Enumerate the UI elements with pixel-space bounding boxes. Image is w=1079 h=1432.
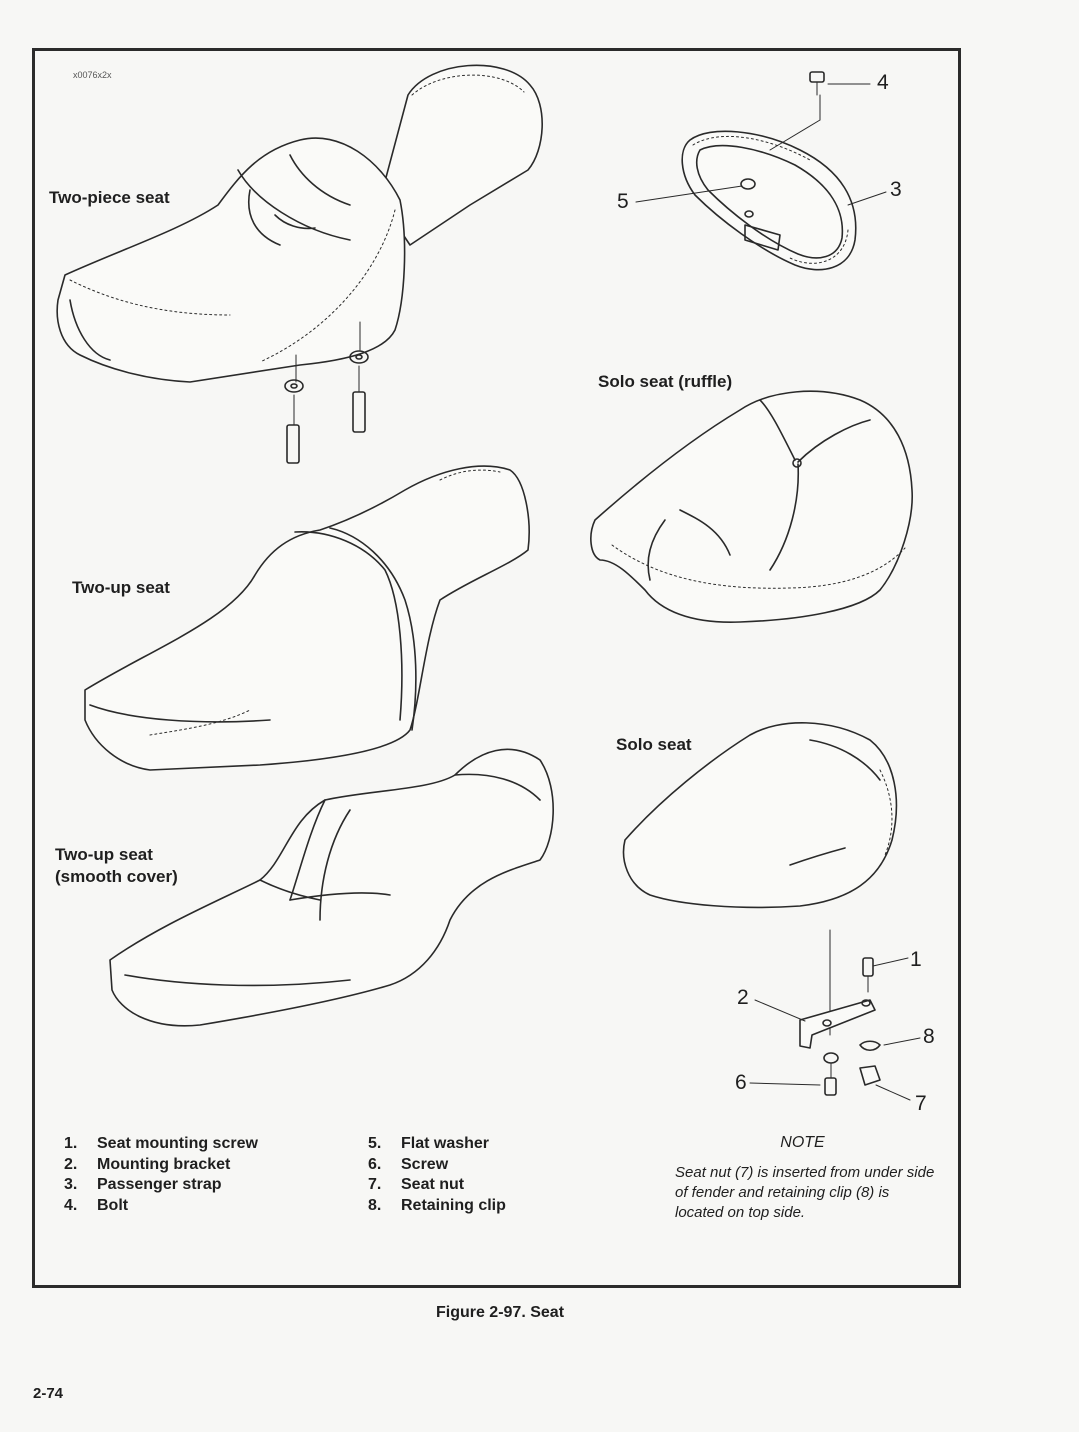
legend-num: 4. bbox=[64, 1196, 78, 1214]
callout-2: 2 bbox=[737, 986, 749, 1009]
callout-6: 6 bbox=[735, 1071, 747, 1094]
callout-8: 8 bbox=[923, 1025, 935, 1048]
two-up-seat-drawing bbox=[84, 465, 530, 771]
callout-4: 4 bbox=[877, 71, 889, 94]
callout-3: 3 bbox=[890, 178, 902, 201]
label-two-up-seat-smooth: Two-up seat (smooth cover) bbox=[55, 844, 178, 888]
legend-column-1: 1. Seat mounting screw 2. Mounting bracket… bbox=[64, 1134, 258, 1216]
legend-item: 3. Passenger strap bbox=[64, 1175, 258, 1196]
legend-num: 2. bbox=[64, 1155, 78, 1173]
legend-text: Mounting bracket bbox=[97, 1155, 231, 1173]
figure-code: x0076x2x bbox=[73, 70, 112, 80]
two-piece-seat-hardware bbox=[284, 321, 369, 464]
legend-text: Screw bbox=[401, 1155, 449, 1173]
two-piece-seat-drawing bbox=[56, 64, 543, 383]
legend-text: Seat nut bbox=[401, 1176, 465, 1193]
legend-num: 8. bbox=[368, 1196, 382, 1214]
legend-text: Retaining clip bbox=[401, 1196, 506, 1214]
solo-seat-drawing bbox=[622, 722, 898, 909]
solo-seat-ruffle-drawing bbox=[590, 390, 913, 623]
legend-text: Flat washer bbox=[401, 1135, 490, 1152]
label-line-1: Two-up seat bbox=[55, 845, 153, 864]
figure-frame bbox=[32, 48, 961, 1288]
legend-item: 6. Screw bbox=[368, 1155, 506, 1176]
legend-num: 3. bbox=[64, 1176, 78, 1193]
label-two-piece-seat: Two-piece seat bbox=[49, 188, 170, 207]
legend-item: 2. Mounting bracket bbox=[64, 1155, 258, 1176]
note-text: Seat nut (7) is inserted from under side… bbox=[675, 1164, 935, 1221]
callout-1: 1 bbox=[910, 948, 922, 971]
page-number: 2-74 bbox=[33, 1385, 64, 1402]
legend-num: 7. bbox=[368, 1176, 382, 1193]
legend-num: 6. bbox=[368, 1155, 382, 1173]
figure-caption: Figure 2-97. Seat bbox=[435, 1304, 565, 1321]
label-line-2: (smooth cover) bbox=[55, 867, 178, 886]
legend-item: 5. Flat washer bbox=[368, 1134, 506, 1155]
label-two-up-seat: Two-up seat bbox=[72, 578, 170, 597]
callout-5: 5 bbox=[617, 190, 629, 213]
callout-7: 7 bbox=[915, 1092, 927, 1115]
legend-column-2: 5. Flat washer 6. Screw 7. Seat nut 8. Retai… bbox=[368, 1134, 506, 1216]
label-solo-seat: Solo seat bbox=[616, 735, 692, 754]
two-up-seat-smooth-drawing bbox=[109, 748, 554, 1027]
legend-item: 1. Seat mounting screw bbox=[64, 1134, 258, 1155]
passenger-strap-drawing bbox=[635, 71, 887, 271]
legend-text: Bolt bbox=[97, 1196, 129, 1214]
legend-item: 4. Bolt bbox=[64, 1196, 258, 1217]
legend-text: Passenger strap bbox=[97, 1176, 222, 1193]
mounting-bracket-hardware bbox=[749, 929, 921, 1101]
legend-num: 1. bbox=[64, 1135, 78, 1152]
legend-item: 8. Retaining clip bbox=[368, 1196, 506, 1217]
label-solo-seat-ruffle: Solo seat (ruffle) bbox=[598, 372, 733, 391]
legend-text: Seat mounting screw bbox=[97, 1135, 258, 1152]
legend-num: 5. bbox=[368, 1135, 382, 1152]
legend-item: 7. Seat nut bbox=[368, 1175, 506, 1196]
note-title: NOTE bbox=[780, 1134, 825, 1151]
